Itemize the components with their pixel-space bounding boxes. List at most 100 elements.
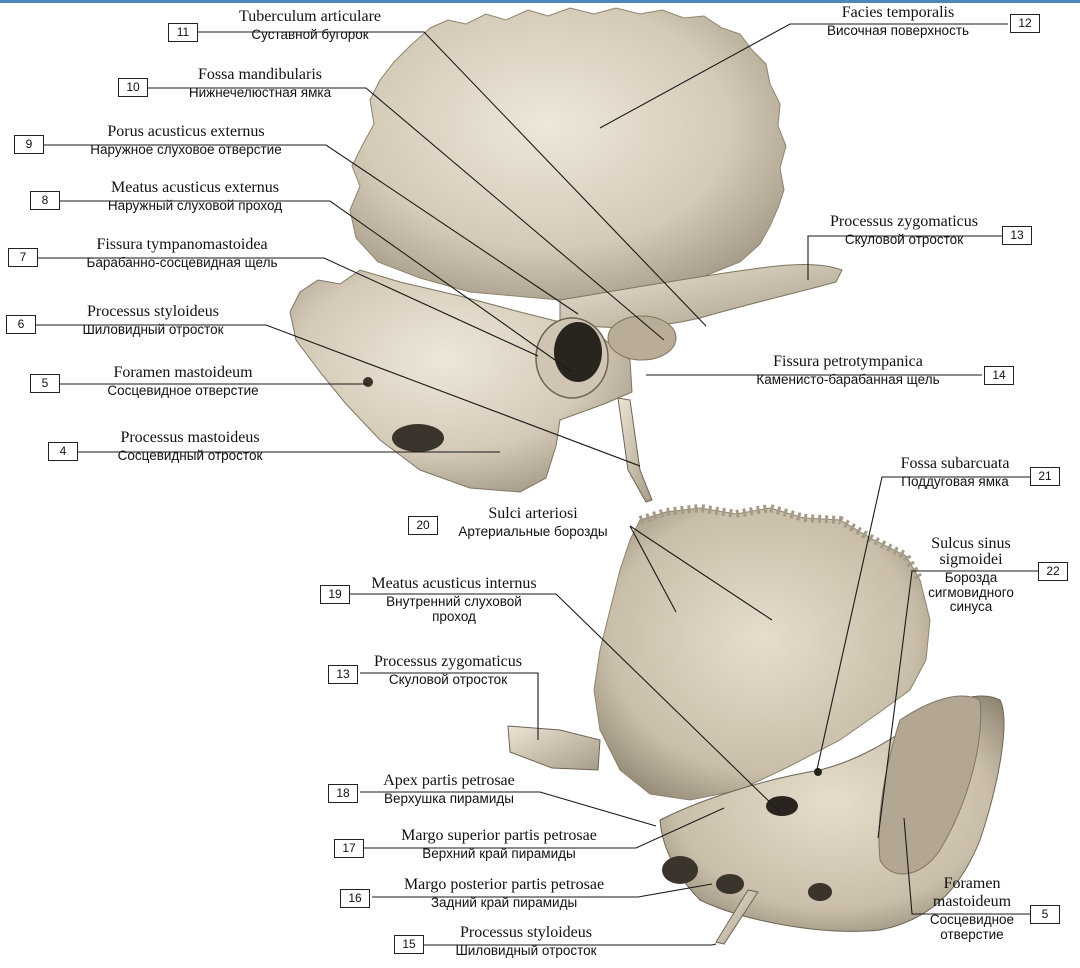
- leader-15: [424, 943, 717, 946]
- label-processus-styloideus-upper: Processus styloideus Шиловидный отросток: [38, 304, 268, 337]
- number-box-14: 14: [984, 366, 1014, 385]
- medial-view-bone: [507, 503, 1005, 945]
- label-foramen-mastoideum-upper: Foramen mastoideum Сосцевидное отверстие: [62, 365, 304, 398]
- top-accent-bar: [0, 0, 1080, 3]
- latin-name-line1: Sulcus sinus: [931, 535, 1011, 552]
- leader-6: [36, 324, 641, 467]
- latin-name: Foramen mastoideum: [113, 364, 253, 381]
- number-box-13-upper: 13: [1002, 226, 1032, 245]
- russian-name: Височная поверхность: [826, 23, 970, 38]
- medial-jagged-rim: [638, 503, 924, 583]
- number-box-4: 4: [48, 442, 78, 461]
- leader-18: [360, 791, 657, 827]
- russian-name: Шиловидный отросток: [82, 322, 224, 337]
- number-box-5-upper: 5: [30, 374, 60, 393]
- leader-13b: [360, 672, 539, 740]
- latin-name: Margo posterior partis petrosae: [403, 876, 605, 893]
- label-processus-mastoideus: Processus mastoideus Сосцевидный отросто…: [80, 430, 300, 463]
- label-processus-zygomaticus-upper: Processus zygomaticus Скуловой отросток: [808, 214, 1000, 247]
- label-processus-styloideus-lower: Processus styloideus Шиловидный отросток: [426, 925, 626, 958]
- lower-openings-2: [716, 874, 744, 894]
- label-margo-posterior-partis-petrosae: Margo posterior partis petrosae Задний к…: [372, 877, 636, 910]
- medial-squama: [593, 507, 931, 801]
- leader-17: [364, 807, 725, 849]
- number-box-5-lower: 5: [1030, 905, 1060, 924]
- number-box-8: 8: [30, 191, 60, 210]
- russian-name: Наружный слуховой проход: [107, 198, 283, 213]
- label-fissura-petrotympanica: Fissura petrotympanica Каменисто-барабан…: [716, 354, 980, 387]
- russian-name: Верхний край пирамиды: [422, 846, 576, 861]
- leader-16: [372, 883, 713, 898]
- leader-13a: [807, 235, 1002, 280]
- mandibular-fossa-shape: [607, 315, 677, 361]
- russian-name-line3: синуса: [949, 599, 993, 614]
- latin-name: Fossa subarcuata: [900, 455, 1010, 472]
- label-fossa-mandibularis: Fossa mandibularis Нижнечелюстная ямка: [150, 67, 370, 100]
- russian-name: Поддуговая ямка: [901, 474, 1009, 489]
- russian-name: Каменисто-барабанная щель: [756, 372, 940, 387]
- label-meatus-acusticus-internus: Meatus acusticus internus Внутренний слу…: [352, 576, 556, 623]
- lower-openings-3: [808, 883, 832, 901]
- russian-name-line2: отверстие: [940, 926, 1004, 942]
- leader-lines: [36, 23, 1038, 946]
- number-box-17: 17: [334, 839, 364, 858]
- number-box-16: 16: [340, 889, 370, 908]
- leader-12: [599, 23, 1008, 129]
- russian-name-line2: сигмовидного: [928, 584, 1014, 600]
- mastoid-shadow: [392, 424, 444, 452]
- latin-name: Meatus acusticus internus: [371, 575, 537, 592]
- latin-name: Processus zygomaticus: [374, 653, 522, 670]
- zygomatic-process-lower: [507, 725, 601, 771]
- russian-name: Барабанно-сосцевидная щель: [86, 255, 278, 270]
- number-box-22: 22: [1038, 562, 1068, 581]
- latin-name: Tuberculum articulare: [238, 8, 382, 25]
- number-box-12: 12: [1010, 14, 1040, 33]
- russian-name: Сосцевидный отросток: [117, 448, 263, 463]
- latin-name: Fossa mandibularis: [198, 66, 322, 83]
- latin-name: Apex partis petrosae: [383, 772, 515, 789]
- number-box-10: 10: [118, 78, 148, 97]
- russian-name: Нижнечелюстная ямка: [188, 85, 332, 100]
- number-box-11: 11: [168, 23, 198, 42]
- leader-21: [815, 476, 1030, 775]
- latin-name: Processus styloideus: [460, 924, 592, 941]
- external-acoustic-cavity: [554, 322, 602, 382]
- latin-name: Processus mastoideus: [120, 429, 260, 446]
- leader-7: [38, 257, 539, 357]
- russian-name: Суставной бугорок: [251, 27, 369, 42]
- latin-name-line2: mastoideum: [932, 893, 1012, 910]
- russian-name: Шиловидный отросток: [455, 943, 597, 958]
- russian-name-line2: проход: [432, 608, 476, 624]
- russian-name: Артериальные борозды: [458, 524, 608, 539]
- leader-20a: [629, 525, 677, 613]
- leader-19: [350, 593, 781, 813]
- label-apex-partis-petrosae: Apex partis petrosae Верхушка пирамиды: [360, 773, 538, 806]
- number-box-19: 19: [320, 585, 350, 604]
- label-processus-zygomaticus-lower: Processus zygomaticus Скуловой отросток: [360, 654, 536, 687]
- label-facies-temporalis: Facies temporalis Височная поверхность: [790, 5, 1006, 38]
- russian-name-line1: Внутренний слуховой: [386, 594, 522, 609]
- label-tuberculum-articulare: Tuberculum articulare Суставной бугорок: [200, 9, 420, 42]
- squamous-part: [349, 7, 787, 301]
- russian-name: Верхушка пирамиды: [384, 791, 514, 806]
- russian-name-line1: Сосцевидное: [929, 912, 1015, 927]
- number-box-18: 18: [328, 784, 358, 803]
- russian-name: Наружное слуховое отверстие: [90, 142, 282, 157]
- latin-name-line2: sigmoidei: [939, 551, 1003, 568]
- label-sulcus-sinus-sigmoidei: Sulcus sinus sigmoidei Борозда сигмовидн…: [906, 536, 1036, 614]
- leader-5b: [903, 817, 1030, 915]
- lateral-view-bone: [289, 7, 843, 503]
- leader-8: [60, 200, 573, 373]
- leader-10: [148, 87, 665, 341]
- number-box-7: 7: [8, 248, 38, 267]
- styloid-process-lower: [715, 889, 759, 945]
- latin-name: Meatus acusticus externus: [111, 179, 279, 196]
- latin-name: Fissura petrotympanica: [773, 353, 923, 370]
- latin-name: Fissura tympanomastoidea: [96, 236, 268, 253]
- leader-20b: [629, 525, 773, 621]
- label-foramen-mastoideum-lower: Foramen mastoideum Сосцевидное отверстие: [916, 876, 1028, 941]
- lower-openings-1: [662, 856, 698, 884]
- number-box-9: 9: [14, 135, 44, 154]
- label-fossa-subarcuata: Fossa subarcuata Поддуговая ямка: [880, 456, 1030, 489]
- russian-name: Скуловой отросток: [388, 672, 508, 687]
